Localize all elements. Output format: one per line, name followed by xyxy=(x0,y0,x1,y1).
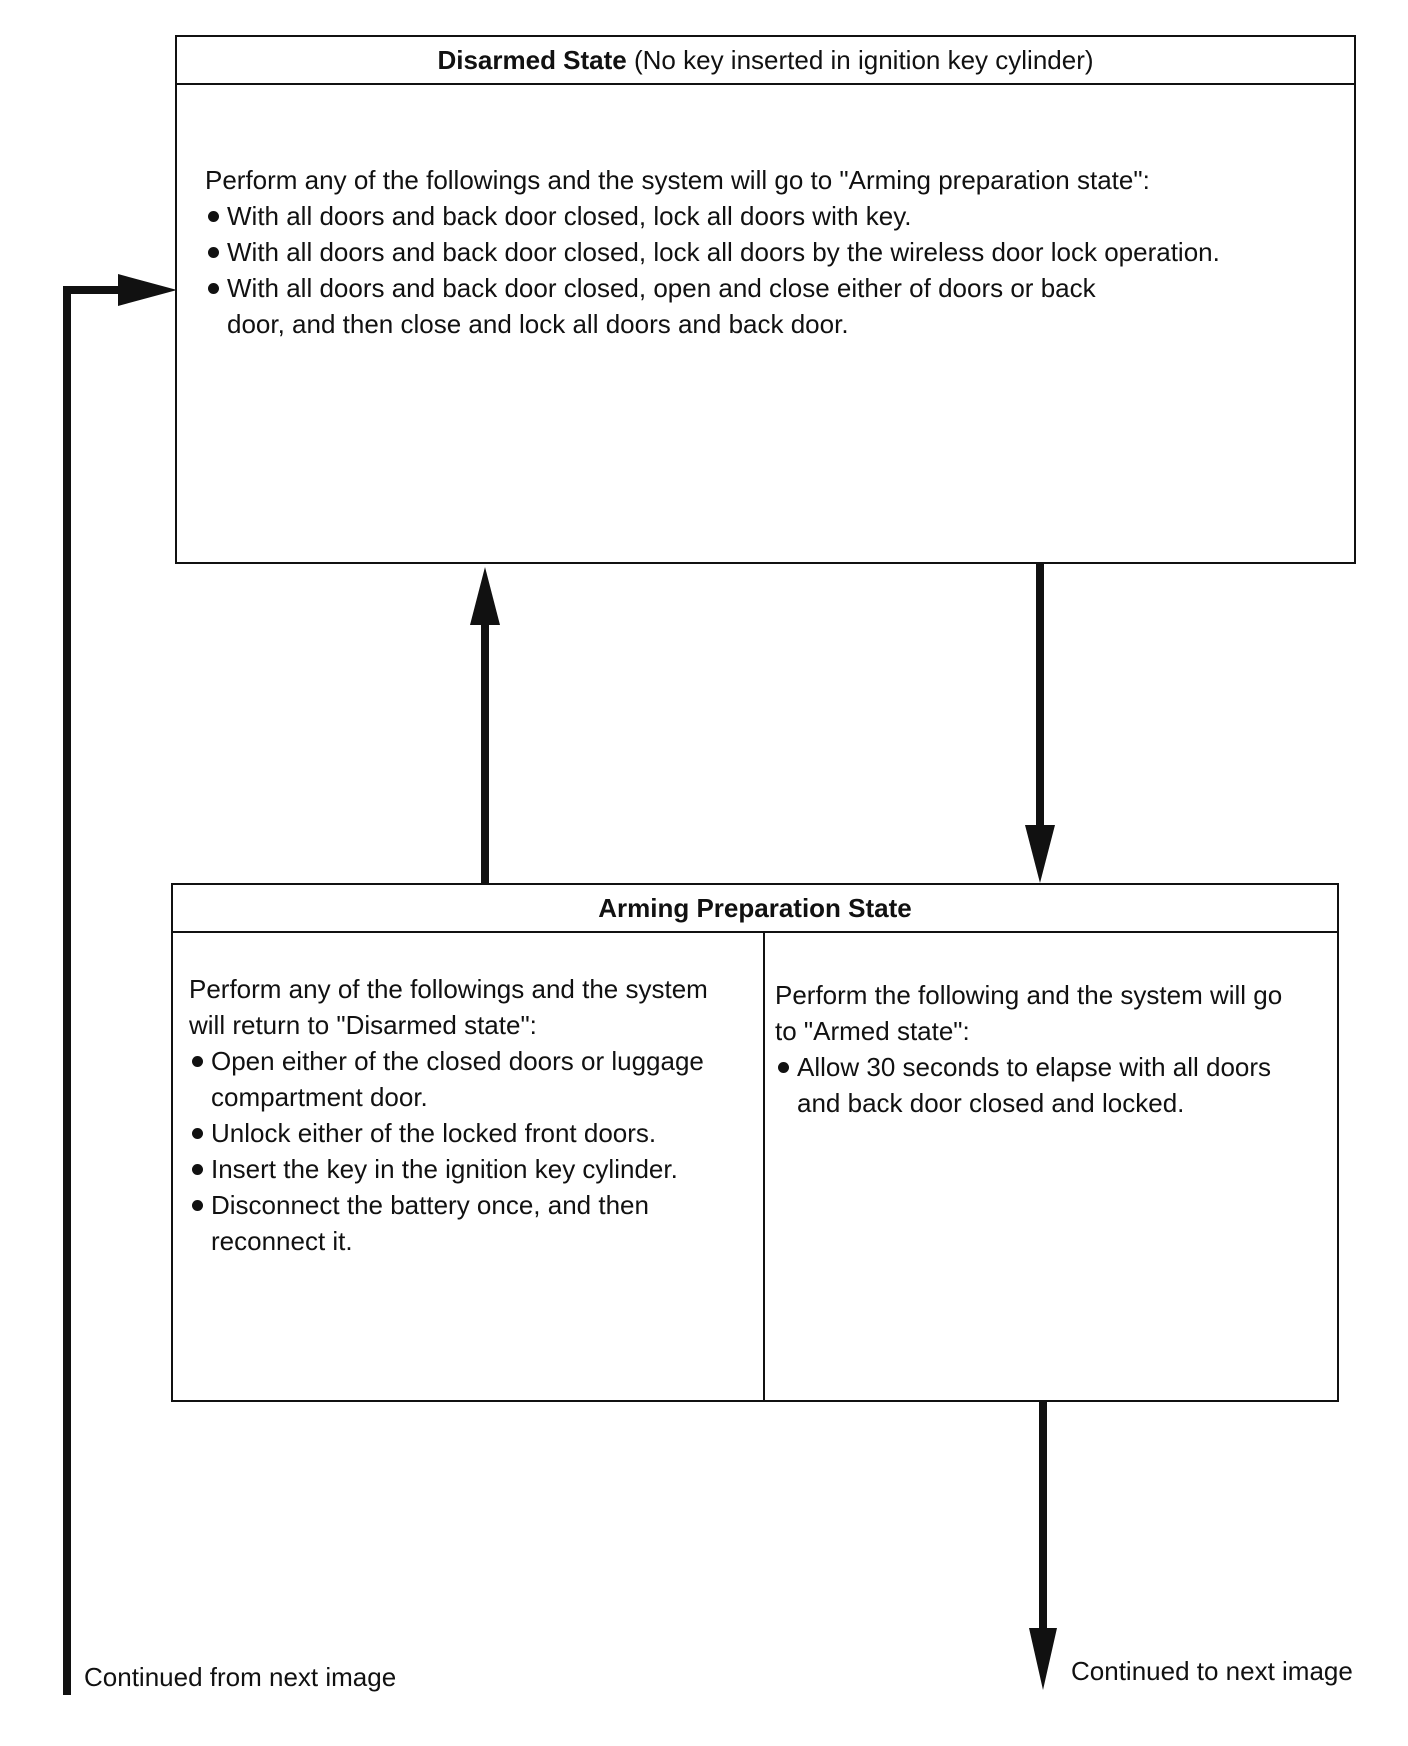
return-to-disarmed-column: Perform any of the followings and the sy… xyxy=(173,933,765,1400)
disarmed-intro: Perform any of the followings and the sy… xyxy=(205,165,1150,195)
armed-bullet: Allow 30 seconds to elapse with all door… xyxy=(775,1049,1321,1121)
armed-intro: Perform the following and the system wil… xyxy=(775,980,1283,1046)
disarmed-bullet: With all doors and back door closed, loc… xyxy=(205,234,1335,270)
return-arrow-to-disarmed xyxy=(63,274,177,1695)
continued-to-label: Continued to next image xyxy=(1071,1656,1353,1686)
arrow-disarmed-to-prep xyxy=(1025,564,1055,883)
disarmed-state-title: Disarmed State xyxy=(437,44,627,75)
go-to-armed-column: Perform the following and the system wil… xyxy=(765,933,1337,1400)
armed-bullet-list: Allow 30 seconds to elapse with all door… xyxy=(775,1049,1321,1121)
return-bullet: Unlock either of the locked front doors. xyxy=(189,1115,747,1151)
continued-from-label: Continued from next image xyxy=(84,1662,397,1692)
arrow-prep-to-disarmed xyxy=(470,567,500,883)
arming-preparation-state-box: Arming Preparation State Perform any of … xyxy=(171,883,1339,1402)
disarmed-state-box: Disarmed State (No key inserted in ignit… xyxy=(175,35,1356,564)
return-bullet-list: Open either of the closed doors or lugga… xyxy=(189,1043,747,1259)
arming-preparation-title: Arming Preparation State xyxy=(598,892,912,923)
disarmed-state-body: Perform any of the followings and the sy… xyxy=(205,162,1335,342)
arming-preparation-body: Perform any of the followings and the sy… xyxy=(173,933,1337,1400)
disarmed-state-subtitle: (No key inserted in ignition key cylinde… xyxy=(626,44,1094,75)
return-bullet: Disconnect the battery once, and then re… xyxy=(189,1187,747,1259)
disarmed-state-header: Disarmed State (No key inserted in ignit… xyxy=(177,37,1354,85)
return-bullet: Open either of the closed doors or lugga… xyxy=(189,1043,747,1115)
arming-preparation-header: Arming Preparation State xyxy=(173,885,1337,933)
return-intro: Perform any of the followings and the sy… xyxy=(189,974,708,1040)
arrow-prep-to-next xyxy=(1029,1402,1057,1690)
return-bullet: Insert the key in the ignition key cylin… xyxy=(189,1151,747,1187)
disarmed-bullet: With all doors and back door closed, ope… xyxy=(205,270,1097,342)
disarmed-bullet-list: With all doors and back door closed, loc… xyxy=(205,198,1335,342)
disarmed-bullet: With all doors and back door closed, loc… xyxy=(205,198,1335,234)
